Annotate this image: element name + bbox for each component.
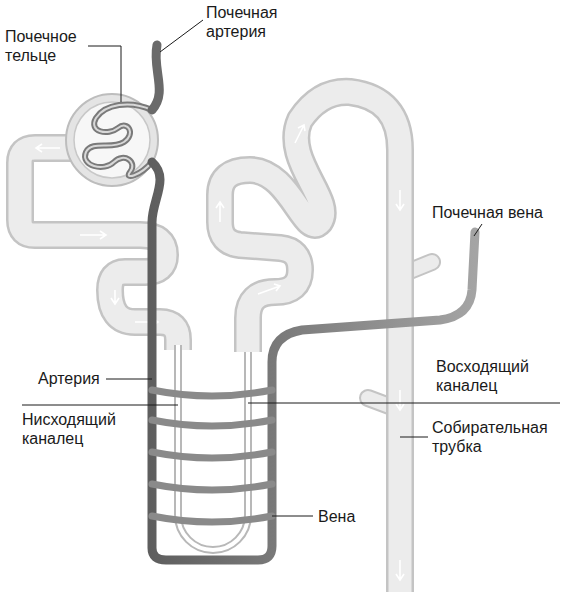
- part-label: Артерия: [38, 369, 128, 388]
- part-label: Почечная артерия: [206, 3, 298, 41]
- blood-vessel: [152, 45, 475, 560]
- part-label: Нисходящий каналец: [22, 410, 140, 448]
- part-label: Собирательная трубка: [432, 418, 566, 456]
- part-label: Почечное тельце: [5, 27, 97, 65]
- part-label: Восходящий каналец: [436, 357, 554, 395]
- tubule: [20, 92, 400, 592]
- flow-arrow: [36, 125, 404, 580]
- part-label: Вена: [318, 507, 378, 526]
- part-label: Почечная вена: [432, 203, 568, 222]
- renal-corpuscle: [66, 94, 158, 186]
